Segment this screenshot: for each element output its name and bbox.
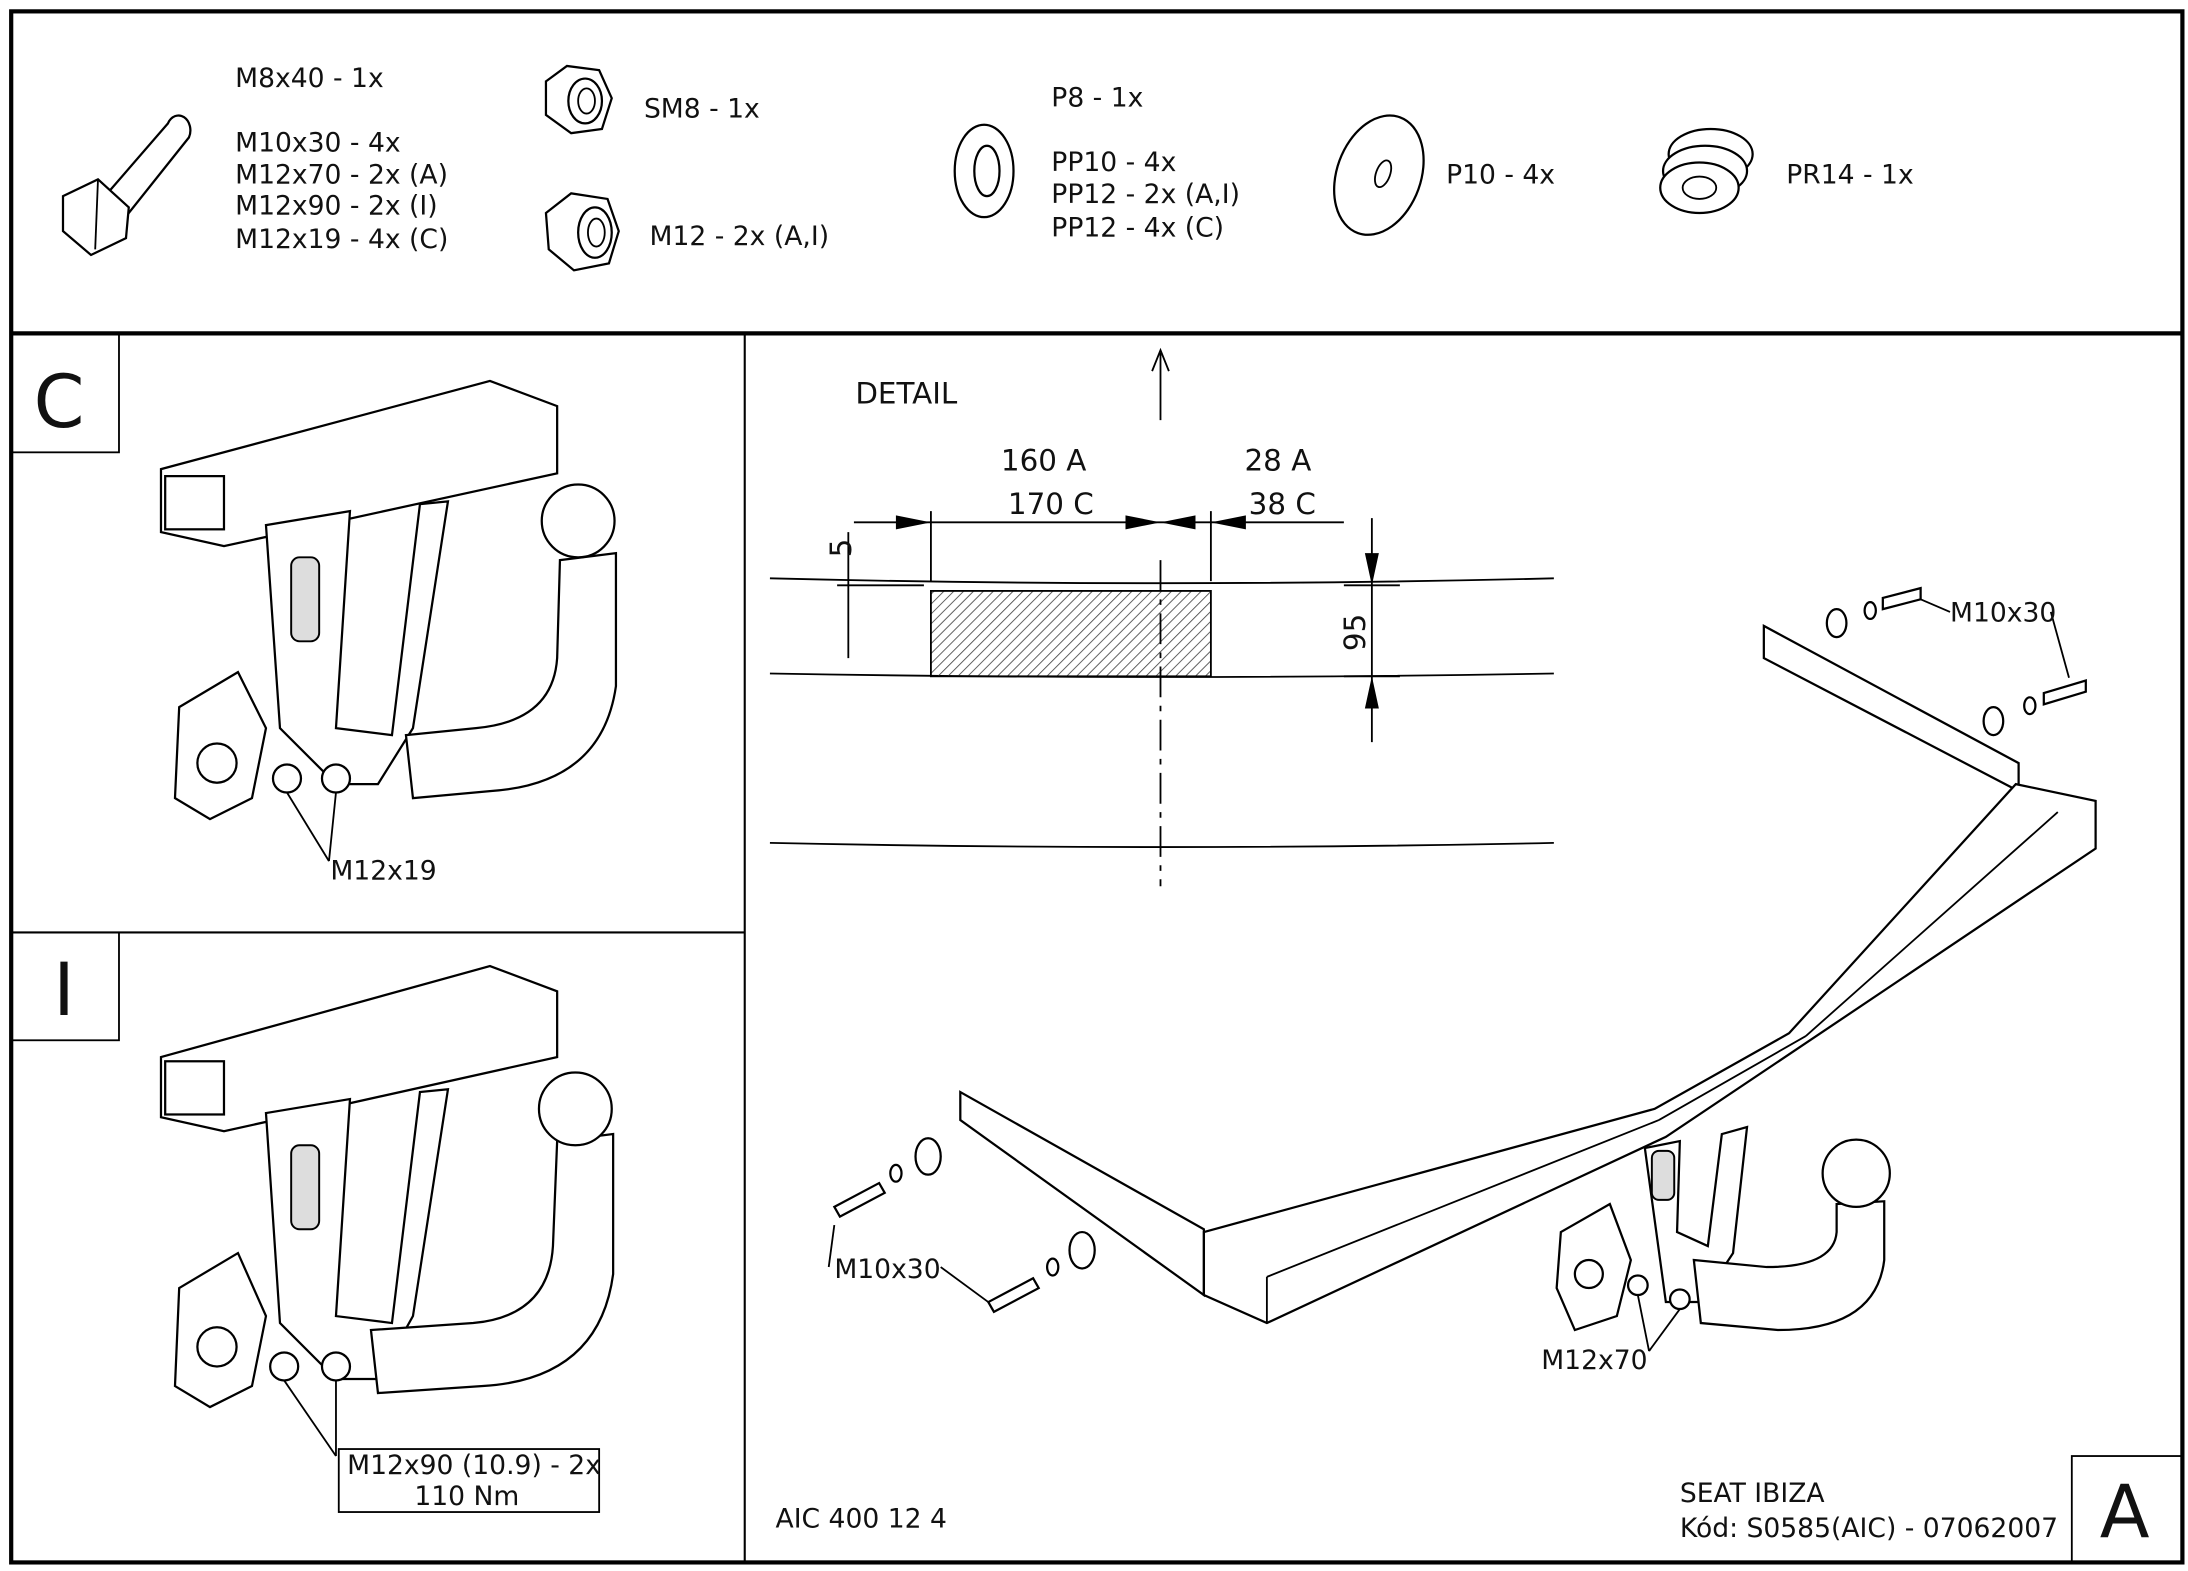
- drawing-border: [9, 9, 2185, 1565]
- view-a-letter: A: [2100, 1470, 2150, 1555]
- washer-pp12-c: PP12 - 4x (C): [1051, 213, 1224, 244]
- spring-washer-label: PR14 - 1x: [1786, 160, 1913, 191]
- towbar-c-drawing: [159, 379, 618, 821]
- dim-160a: 160 A: [1001, 444, 1087, 478]
- view-i-box: [10, 931, 120, 1042]
- view-i-bolt-label: M12x90 (10.9) - 2x: [347, 1450, 601, 1481]
- view-a-lower-bolt-label: M10x30: [834, 1254, 940, 1285]
- bolt-m10x30: M10x30 - 4x: [235, 127, 400, 158]
- bolt-m8x40: M8x40 - 1x: [235, 63, 384, 94]
- washer-large-icon: [1333, 114, 1425, 236]
- towbar-a-drawing: [832, 586, 2097, 1332]
- washer-pp10: PP10 - 4x: [1051, 147, 1176, 178]
- vehicle-name: SEAT IBIZA: [1680, 1478, 1825, 1509]
- detail-view: DETAIL 160 A 170 C 28 A 38 C 5 95: [769, 347, 1554, 887]
- view-c-letter: C: [34, 360, 85, 445]
- view-a-box: [2070, 1455, 2184, 1564]
- dim-28a: 28 A: [1244, 444, 1311, 478]
- bolt-icon: [61, 114, 192, 257]
- bolt-m12x70: M12x70 - 2x (A): [235, 160, 448, 191]
- dim-38c: 38 C: [1249, 487, 1316, 521]
- towbar-i-drawing: [159, 964, 615, 1409]
- view-a-upper-bolt-label: M10x30: [1950, 598, 2056, 629]
- view-i-label-box: [337, 1448, 601, 1513]
- drawing-number: AIC 400 12 4: [776, 1503, 947, 1534]
- nut-sm8-label: SM8 - 1x: [644, 94, 760, 125]
- parts-list: M8x40 - 1x M10x30 - 4x M12x70 - 2x (A) M…: [61, 63, 1914, 272]
- view-i-torque: 110 Nm: [414, 1481, 519, 1512]
- nut-m12-icon: [544, 192, 620, 272]
- dim-5: 5: [824, 539, 858, 558]
- hatched-area: [930, 590, 1212, 678]
- washer-p10-label: P10 - 4x: [1446, 160, 1555, 191]
- washer-small-icon: [953, 123, 1015, 219]
- bolt-m12x90: M12x90 - 2x (I): [235, 190, 437, 221]
- nut-m12-label: M12 - 2x (A,I): [650, 221, 830, 252]
- washer-pp12-ai: PP12 - 2x (A,I): [1051, 179, 1240, 210]
- washer-p8: P8 - 1x: [1051, 83, 1143, 114]
- view-i-letter: I: [53, 948, 74, 1033]
- view-c-bolt-label: M12x19: [330, 855, 436, 886]
- view-c-box: [10, 332, 120, 454]
- dim-170c: 170 C: [1008, 487, 1094, 521]
- product-code: Kód: S0585(AIC) - 07062007: [1680, 1513, 2058, 1544]
- view-a-ball-bolt-label: M12x70: [1541, 1345, 1647, 1376]
- dim-95: 95: [1338, 614, 1372, 651]
- detail-title: DETAIL: [855, 376, 958, 410]
- spring-washer-icon: [1659, 127, 1754, 215]
- bolt-m12x19: M12x19 - 4x (C): [235, 224, 448, 255]
- nut-sm8-icon: [544, 64, 613, 135]
